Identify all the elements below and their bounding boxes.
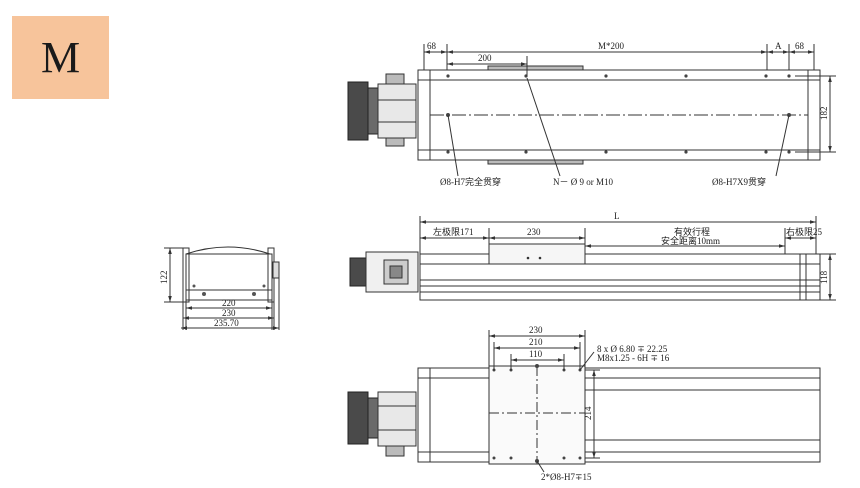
dim-right-limit: 右极限25	[786, 226, 823, 237]
dim-width-182: 182	[819, 107, 829, 121]
top-holes	[446, 74, 791, 154]
callout-right-hole: Ø8-H7X9贯穿	[712, 176, 766, 187]
bottom-body	[417, 367, 821, 463]
dim-safety-distance: 安全距离10mm	[661, 235, 720, 246]
top-body	[417, 69, 821, 161]
side-carriage	[488, 243, 586, 265]
dim-carriage-length: 230	[527, 227, 541, 237]
callout-pin: 2*Ø8-H7∓15	[541, 472, 592, 482]
dim-left-end: 68	[427, 41, 437, 51]
top-view-labels: 68 M*200 A 68 200 182 Ø8-H7完全贯穿 N－ Ø 9 o…	[427, 41, 829, 187]
bottom-view-labels: 230 210 110 214 8 x Ø 6.80 ∓ 22.25 M8x1.…	[529, 325, 670, 482]
side-view-labels: L 左极限171 230 有效行程 安全距离10mm 右极限25 118	[433, 211, 829, 284]
dim-stroke: 有效行程	[674, 226, 710, 237]
dim-pitch-total: M*200	[598, 41, 625, 51]
dim-bottom-carriage: 230	[529, 325, 543, 335]
dim-total-length: L	[614, 211, 620, 221]
dim-bottom-hole-pitch: 110	[529, 349, 543, 359]
dim-end-height: 122	[159, 271, 169, 285]
dim-right-end: 68	[795, 41, 805, 51]
dim-left-limit: 左极限171	[433, 226, 474, 237]
size-badge: M	[12, 16, 109, 99]
size-letter: M	[40, 32, 81, 82]
end-view-labels: 122 220 230 235.70	[159, 271, 239, 329]
side-motor	[349, 251, 419, 293]
dim-end-width-235: 235.70	[214, 318, 239, 328]
side-view	[349, 216, 836, 301]
dim-end-width-220: 220	[222, 298, 236, 308]
top-view	[347, 44, 836, 177]
dim-bottom-hole-span: 210	[529, 337, 543, 347]
callout-tap-1: 8 x Ø 6.80 ∓ 22.25	[597, 344, 668, 354]
end-view	[164, 246, 280, 330]
side-body	[419, 253, 821, 301]
callout-middle-hole: N－ Ø 9 or M10	[553, 177, 613, 187]
dim-a: A	[775, 41, 782, 51]
callout-tap-2: M8x1.25 - 6H ∓ 16	[597, 353, 670, 363]
dim-pitch: 200	[478, 53, 492, 63]
top-motor	[347, 73, 417, 147]
dim-end-width-230: 230	[222, 308, 236, 318]
bottom-motor	[347, 391, 417, 457]
bottom-view	[347, 330, 821, 473]
dim-height-118: 118	[819, 270, 829, 284]
callout-left-hole: Ø8-H7完全贯穿	[440, 176, 501, 187]
dim-bottom-depth: 214	[583, 406, 593, 420]
